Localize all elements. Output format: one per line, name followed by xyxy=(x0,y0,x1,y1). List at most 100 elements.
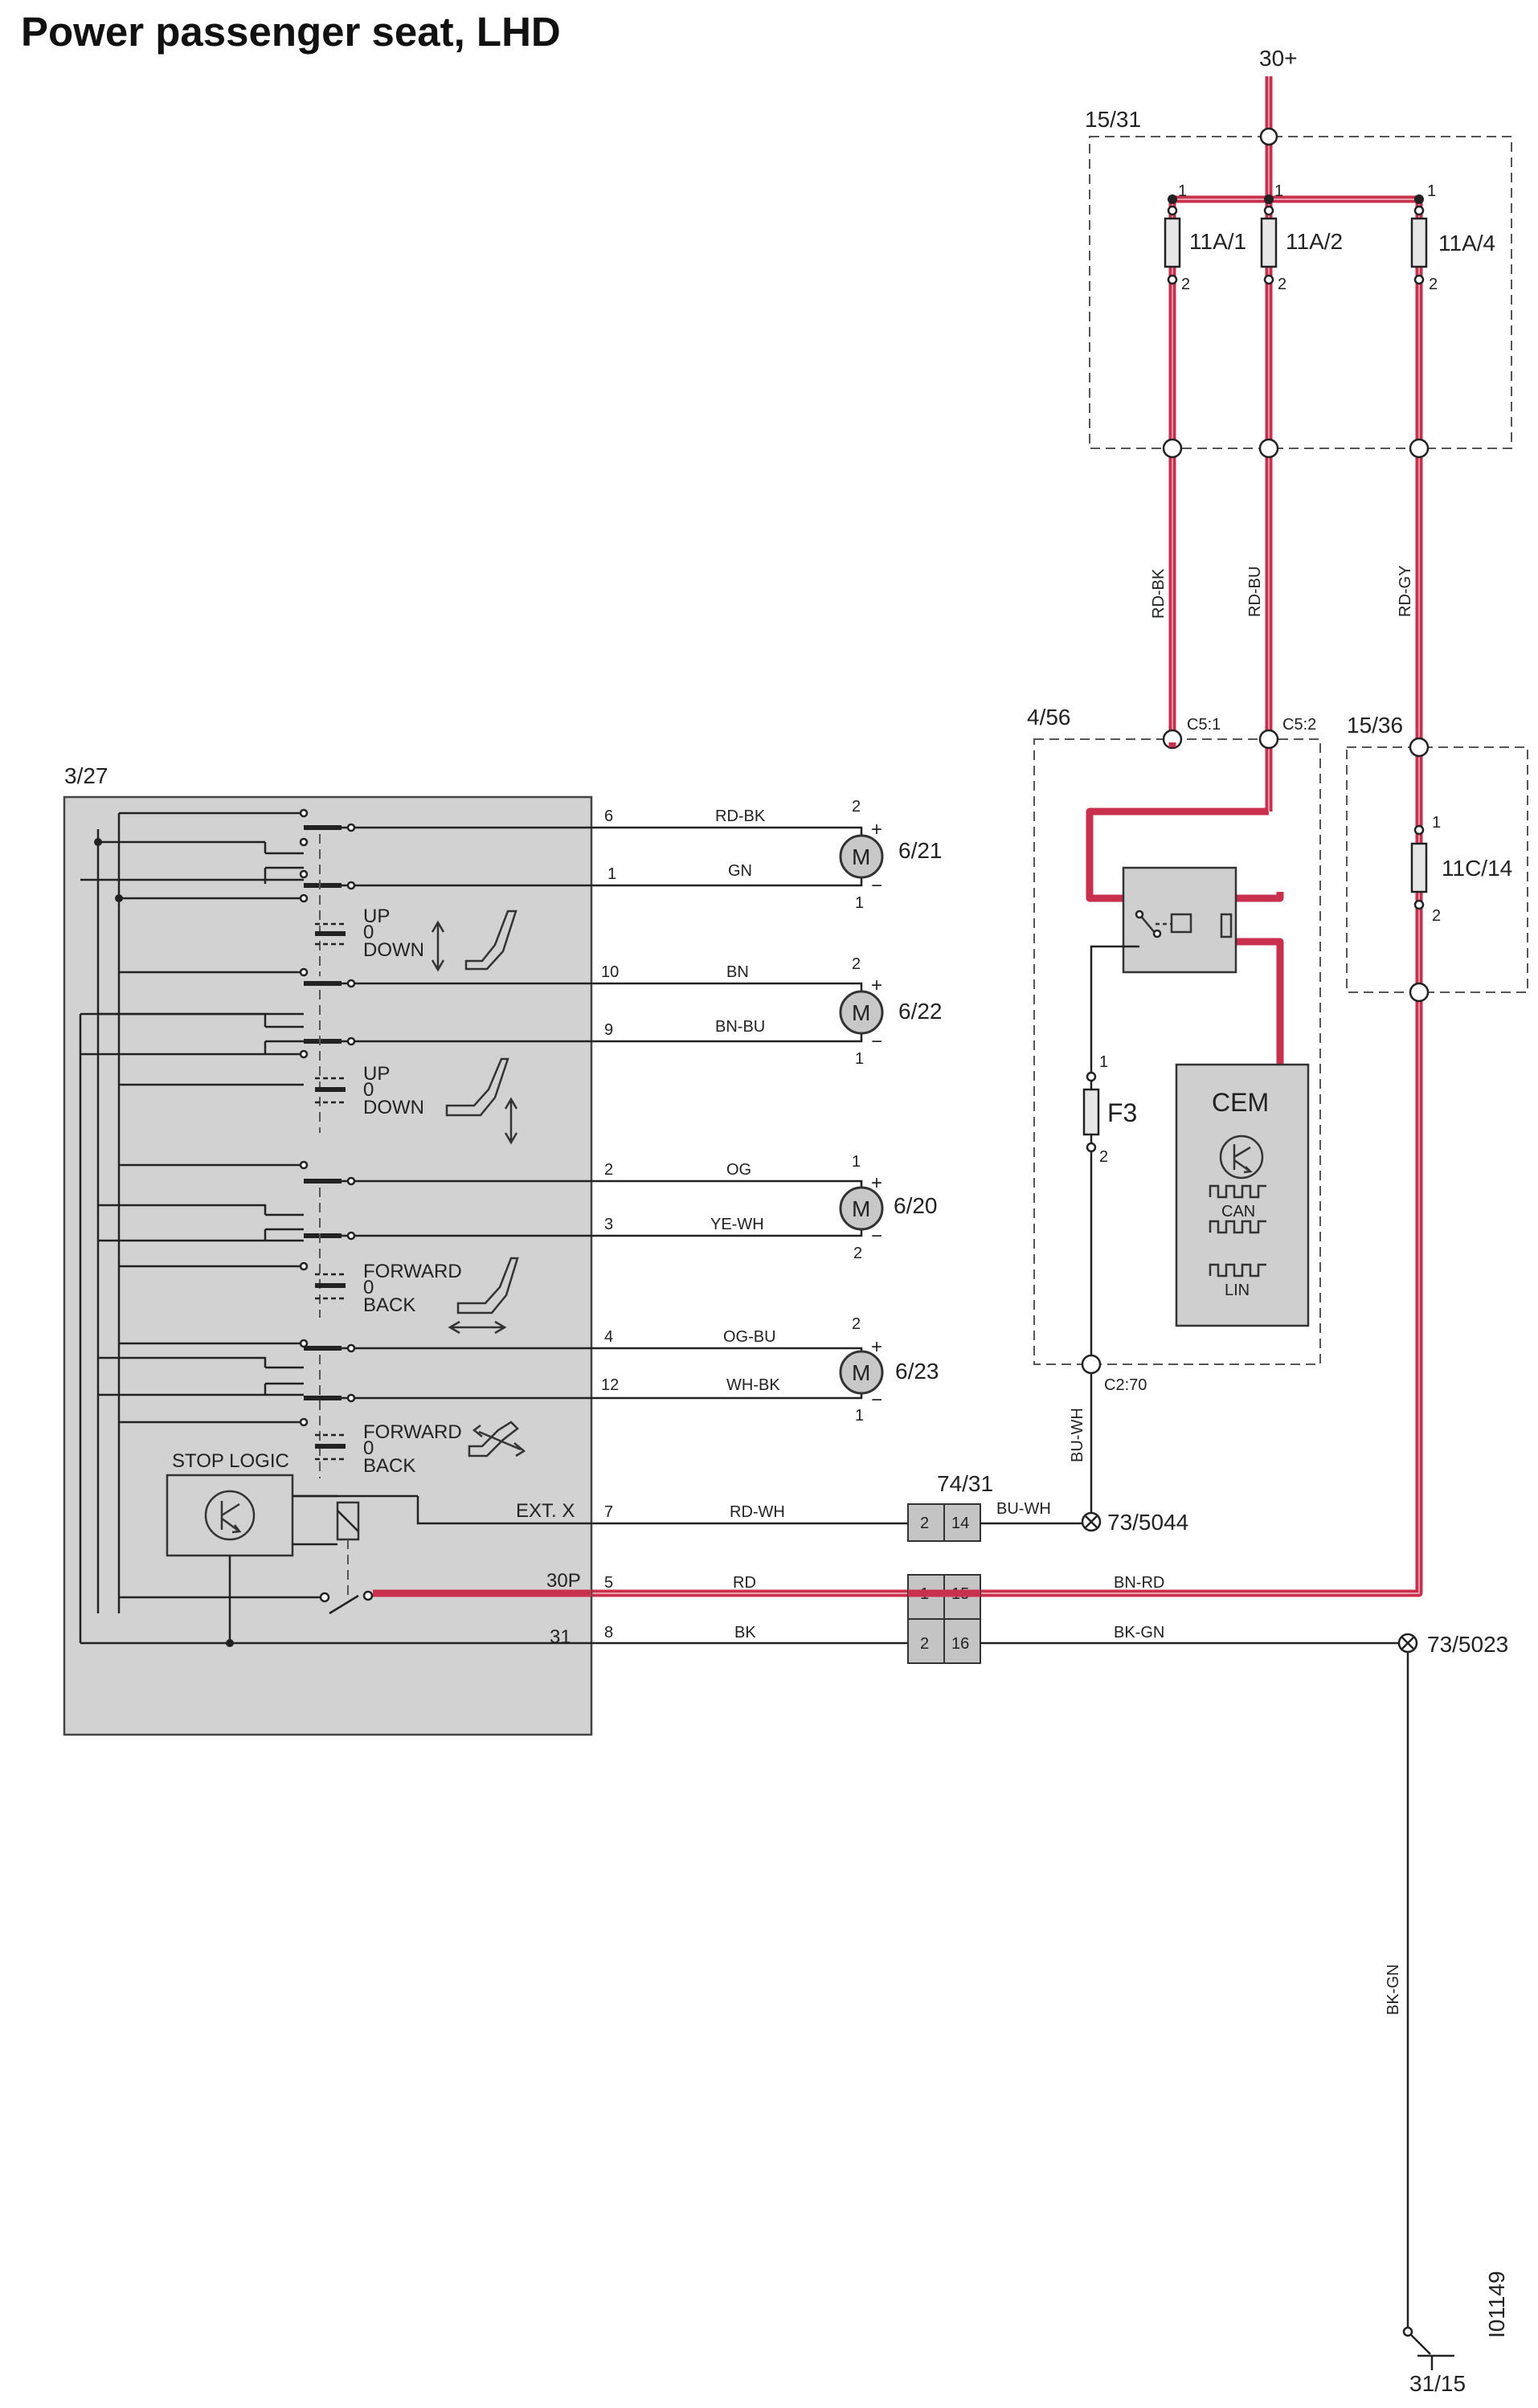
seat-lift-icon xyxy=(445,1057,518,1145)
svg-text:1: 1 xyxy=(1427,182,1436,200)
motor-id: 6/22 xyxy=(898,999,943,1024)
svg-text:2: 2 xyxy=(920,1635,929,1653)
svg-text:+: + xyxy=(871,819,882,840)
svg-text:6: 6 xyxy=(604,807,613,825)
ground-73-5023: 73/5023 BK-GN xyxy=(1385,1632,1508,2330)
transistor-icon xyxy=(1219,1134,1264,1179)
svg-text:2: 2 xyxy=(1278,276,1286,293)
svg-text:UP: UP xyxy=(363,1063,390,1085)
svg-text:BN-BU: BN-BU xyxy=(715,1018,765,1036)
pin-30p-label: 30P xyxy=(546,1570,581,1592)
svg-text:UP: UP xyxy=(363,906,390,927)
svg-text:9: 9 xyxy=(604,1021,613,1039)
svg-text:2: 2 xyxy=(852,1315,861,1333)
wire-label-rd-bk: RD-BK xyxy=(1150,568,1168,619)
svg-text:+: + xyxy=(871,975,882,996)
svg-text:1: 1 xyxy=(1178,182,1187,200)
motor-id: 6/23 xyxy=(895,1359,939,1384)
svg-text:1: 1 xyxy=(1274,182,1283,200)
svg-text:BK: BK xyxy=(734,1624,756,1641)
svg-text:BACK: BACK xyxy=(363,1455,415,1477)
svg-text:1: 1 xyxy=(852,1153,861,1171)
motor-symbol: M xyxy=(852,1360,870,1385)
svg-text:12: 12 xyxy=(601,1376,619,1394)
svg-text:0: 0 xyxy=(363,1277,374,1298)
seat-cushion-tilt-icon xyxy=(468,1421,526,1457)
svg-text:1: 1 xyxy=(1099,1053,1108,1071)
wire-label-bu-wh: BU-WH xyxy=(996,1500,1051,1518)
chassis-label: 31/15 xyxy=(1409,2371,1466,2396)
fuse-label: 11A/2 xyxy=(1286,229,1343,254)
switch-group-seat-lift: UP 0 DOWN xyxy=(80,967,591,1145)
wire-label-rd-gy: RD-GY xyxy=(1397,566,1414,617)
wire-label-rd-bu: RD-BU xyxy=(1246,566,1264,617)
switch-group-seat-tilt: FORWARD 0 BACK xyxy=(98,1339,591,1478)
fuse-label: 11C/14 xyxy=(1442,856,1512,881)
svg-text:+: + xyxy=(871,1336,882,1358)
switch-group-seat-height: UP 0 DOWN xyxy=(80,808,591,976)
svg-text:2: 2 xyxy=(1429,276,1438,293)
svg-text:1: 1 xyxy=(1432,814,1441,832)
fuse-box2-id: 15/36 xyxy=(1347,713,1403,738)
switch-group-seat-slide: FORWARD 0 BACK xyxy=(98,1160,591,1335)
svg-text:RD: RD xyxy=(733,1574,756,1592)
svg-text:−: − xyxy=(871,1389,882,1411)
ext-x-label: EXT. X xyxy=(516,1500,575,1522)
svg-text:RD-WH: RD-WH xyxy=(730,1503,785,1521)
svg-text:DOWN: DOWN xyxy=(363,939,424,961)
supply-label: 30+ xyxy=(1259,46,1298,71)
stop-logic-block: STOP LOGIC xyxy=(166,1450,591,1595)
svg-text:0: 0 xyxy=(363,922,374,943)
motor-symbol: M xyxy=(852,1196,870,1221)
svg-text:BACK: BACK xyxy=(363,1294,415,1316)
svg-text:3: 3 xyxy=(604,1216,613,1233)
svg-text:2: 2 xyxy=(852,798,861,816)
svg-text:1: 1 xyxy=(855,1050,864,1068)
fuse-label: 11A/1 xyxy=(1189,229,1246,254)
seat-module-id: 3/27 xyxy=(64,763,108,788)
fuse-label: F3 xyxy=(1107,1098,1137,1127)
svg-text:2: 2 xyxy=(1432,907,1441,925)
svg-text:1: 1 xyxy=(855,894,864,912)
svg-text:FORWARD: FORWARD xyxy=(363,1421,462,1443)
relay-symbol xyxy=(1135,910,1233,938)
svg-text:−: − xyxy=(871,1031,882,1053)
reference-code: I01149 xyxy=(1484,2271,1509,2338)
stop-logic-label: STOP LOGIC xyxy=(172,1450,289,1472)
ground-73-5044: 73/5044 xyxy=(1081,1510,1188,1535)
svg-text:7: 7 xyxy=(604,1503,613,1521)
svg-text:10: 10 xyxy=(601,963,619,981)
motor-symbol: M xyxy=(852,844,870,869)
svg-text:2: 2 xyxy=(1181,276,1190,293)
motor-6-23: M 6/23 2 1 + − 4 OG-BU 12 WH-BK xyxy=(591,1315,939,1425)
wire-label-ground: BK-GN xyxy=(1385,1964,1402,2015)
wire-label-bn-rd: BN-RD xyxy=(1114,1574,1164,1592)
svg-text:2: 2 xyxy=(852,955,861,973)
fuse-f3: 1 2 F3 xyxy=(1082,1053,1137,1166)
can-bus-icon: CAN xyxy=(1209,1184,1266,1234)
svg-text:YE-WH: YE-WH xyxy=(710,1216,764,1233)
svg-text:0: 0 xyxy=(363,1437,374,1459)
lin-bus-icon: LIN xyxy=(1209,1263,1266,1299)
svg-text:2: 2 xyxy=(920,1515,929,1532)
power-traces xyxy=(590,76,1423,1597)
svg-text:OG-BU: OG-BU xyxy=(723,1328,776,1346)
wire-label-bk-gn: BK-GN xyxy=(1114,1624,1164,1641)
motor-6-22: M 6/22 2 1 + − 10 BN 9 BN-BU xyxy=(591,955,943,1068)
svg-text:2: 2 xyxy=(1099,1148,1108,1166)
ground-label: 73/5044 xyxy=(1107,1510,1188,1535)
fuse-11a-2: 1 2 11A/2 xyxy=(1260,182,1343,293)
svg-text:GN: GN xyxy=(728,862,752,880)
lin-label: LIN xyxy=(1225,1282,1250,1299)
seat-slide-icon xyxy=(448,1257,519,1335)
svg-text:14: 14 xyxy=(951,1515,969,1532)
svg-text:8: 8 xyxy=(604,1624,613,1641)
seat-tilt-icon xyxy=(431,910,517,972)
motor-6-21: M 6/21 2 1 + − 6 RD-BK 1 GN xyxy=(591,798,943,912)
connector-74-31: 74/31 2 14 1 15 2 16 xyxy=(907,1471,993,1664)
cem-label: CEM xyxy=(1212,1088,1269,1117)
svg-text:WH-BK: WH-BK xyxy=(726,1376,780,1394)
pin-c5-1: C5:1 xyxy=(1187,716,1221,734)
svg-text:1: 1 xyxy=(855,1407,864,1425)
